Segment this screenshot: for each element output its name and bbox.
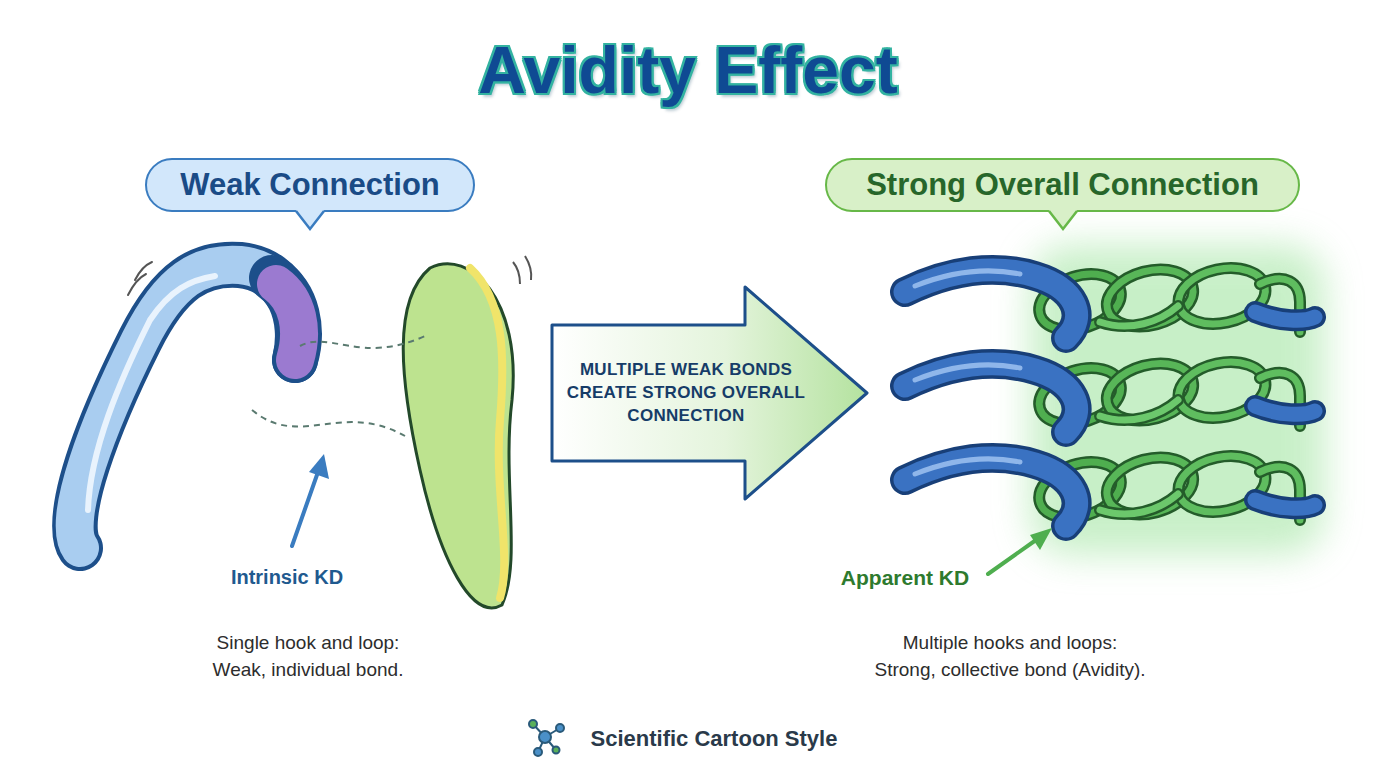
- hook: [75, 262, 299, 548]
- bubble-label: Weak Connection: [180, 167, 440, 203]
- watermark: Scientific Cartoon Style: [591, 724, 838, 755]
- bubble-pointer: [295, 209, 325, 231]
- label-slot: Scientific Cartoon Style: [554, 724, 874, 755]
- leader-arrow: [292, 454, 329, 546]
- label-slot: Multiple hooks and loops: Strong, collec…: [800, 630, 1220, 683]
- arrow-outline: [552, 287, 867, 499]
- loop: [403, 256, 531, 608]
- label-slot: Single hook and loop: Weak, individual b…: [158, 630, 458, 683]
- label-slot: Intrinsic KD: [187, 563, 387, 591]
- bubble-pointer: [1048, 209, 1078, 231]
- kd-label: Apparent KD: [841, 563, 969, 592]
- bubble-pointer-fill: [1048, 209, 1078, 229]
- arrow-label: MULTIPLE WEAK BONDS CREATE STRONG OVERAL…: [560, 359, 812, 428]
- bubble-label: Strong Overall Connection: [866, 167, 1259, 203]
- speech-bubble: Strong Overall Connection: [825, 158, 1300, 212]
- caption-text: Single hook and loop: Weak, individual b…: [168, 630, 448, 683]
- weak-bond: [252, 336, 425, 436]
- kd-label: Intrinsic KD: [231, 563, 343, 591]
- molecule-icon: [529, 720, 564, 756]
- label-slot: Apparent KD: [805, 563, 1005, 592]
- block-arrow: MULTIPLE WEAK BONDS CREATE STRONG OVERAL…: [550, 285, 870, 501]
- title: Avidity Effect: [478, 32, 897, 108]
- hooks-and-loops: [905, 260, 1315, 527]
- speech-bubble: Weak Connection: [145, 158, 475, 212]
- caption-text: Multiple hooks and loops: Strong, collec…: [810, 630, 1210, 683]
- title-slot: Avidity Effect: [0, 32, 1376, 108]
- bubble-pointer-edge: [1049, 211, 1077, 229]
- bubble-pointer-edge: [296, 211, 324, 229]
- bubble-pointer-fill: [295, 209, 325, 229]
- leader-arrow: [988, 528, 1052, 574]
